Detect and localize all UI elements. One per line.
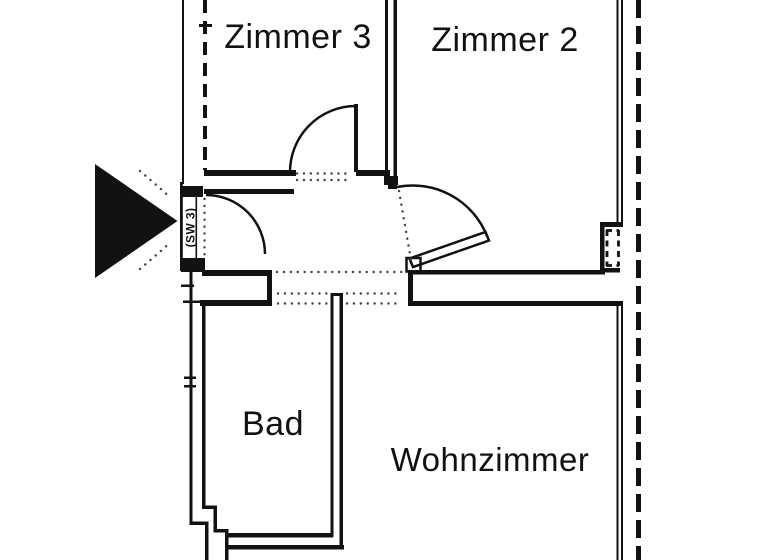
wall-segment [195,197,198,258]
wall-segment [228,533,333,538]
wall-segment [356,170,390,176]
door-leaf-zimmer3 [354,104,358,172]
door-swing-arc-entrance [205,193,267,255]
entrance-label: (SW 3) [184,208,198,248]
wall-segment [204,189,294,194]
wall-segment [621,0,623,225]
wall-segment [204,170,296,176]
wall-segment [600,222,623,227]
door-jamb-block [181,186,203,197]
wall-segment [600,222,605,272]
entrance-arrow-icon [95,164,178,278]
wall-segment [205,521,209,560]
room-zimmer3: Zimmer 3 [182,0,390,194]
entrance-door-area: (SW 3) [95,164,267,278]
shaft-dashed-outline [605,229,620,267]
room-zimmer2: Zimmer 2 [396,0,623,273]
hallway-thresholds [275,270,405,305]
door-closed-dotted-line [397,189,413,262]
wall-segment [600,268,620,273]
wall-segment [213,505,217,533]
door-swing-arc-zimmer3 [288,104,357,173]
room-wohnzimmer: Wohnzimmer [391,270,623,560]
wall-tick [183,300,200,303]
wall-segment [182,0,184,184]
wall-segment [202,306,206,508]
wall-segment [267,270,272,306]
wall-tick [184,385,196,388]
wall-segment [200,300,268,306]
door-swing-arc-zimmer2 [396,184,489,237]
wall-segment [339,293,343,548]
wall-segment [616,0,619,225]
wall-tick [184,376,196,379]
partition-wall-zimmer3-zimmer2 [384,0,398,189]
room-label-zimmer3: Zimmer 3 [224,18,372,56]
wall-segment [616,302,619,560]
room-label-bad: Bad [242,405,304,443]
wall-segment [227,545,344,550]
room-label-zimmer2: Zimmer 2 [431,21,579,59]
wall-segment [408,270,605,275]
wall-segment [202,270,272,276]
wall-foot [384,176,398,185]
wall-segment [385,0,388,177]
wall-foot [388,184,397,189]
wall-segment [408,270,413,306]
wall-segment [213,529,229,533]
wall-segment [225,529,229,560]
wall-segment [408,301,623,306]
door-leaf-zimmer2 [407,230,491,269]
wall-cap [330,293,343,296]
wall-segment [330,293,334,537]
wall-segment [180,182,183,271]
entrance-dotted-guide [138,241,172,271]
wall-tick [181,284,194,287]
room-label-wohnzimmer: Wohnzimmer [391,441,590,478]
wall-segment [202,505,217,509]
door-jamb-block [181,258,205,272]
room-bad: Bad [181,270,344,560]
wall-tick [199,24,212,27]
wall-segment [621,302,623,560]
wall-segment [189,521,208,525]
entrance-dotted-guide [138,169,172,199]
wall-segment [189,272,193,524]
wall-segment [393,0,397,184]
